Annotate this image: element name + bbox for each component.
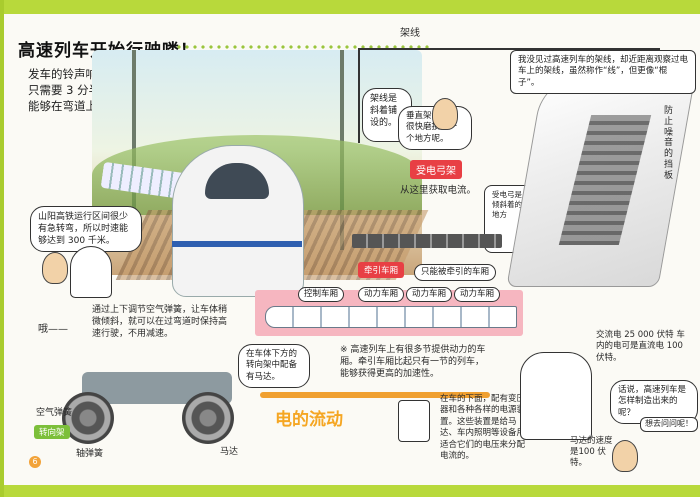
bottom-band bbox=[0, 485, 700, 497]
train-seat-illustration bbox=[70, 246, 112, 298]
spring-note: 通过上下调节空气弹簧，让车体稍微倾斜，就可以在过弯道时保持高速行驶，不用减速。 bbox=[92, 305, 228, 340]
overhead-wire-label: 架线 bbox=[400, 28, 420, 39]
transformer-robot-figure bbox=[398, 400, 430, 442]
overhead-wire-drop bbox=[358, 48, 360, 143]
windproof-label: 防止噪音的挡板 bbox=[664, 106, 674, 181]
traction-car-label: 牵引车厢 bbox=[358, 262, 405, 278]
worker-figure bbox=[432, 98, 458, 130]
power-car-bubble-2: 动力车厢 bbox=[406, 287, 453, 303]
bogie-label: 转向架 bbox=[34, 425, 70, 439]
top-band bbox=[0, 0, 700, 14]
boy-figure bbox=[42, 252, 68, 284]
spine-strip bbox=[0, 0, 4, 497]
title-underline-dots bbox=[175, 44, 430, 50]
bullet-train-illustration bbox=[172, 145, 304, 297]
steam-train-illustration bbox=[352, 234, 502, 248]
pantograph-note: 从这里获取电流。 bbox=[400, 185, 477, 196]
motor-note-bubble: 在车体下方的转向架中配备有马达。 bbox=[238, 344, 310, 389]
motor-label: 马达 bbox=[220, 447, 239, 457]
overhead-wire-line bbox=[360, 48, 660, 50]
car-power-note: ※ 高速列车上有很多节提供动力的车厢。牵引车厢比起只有一节的列车，能够获得更高的… bbox=[340, 345, 486, 380]
control-car-bubble: 控制车厢 bbox=[298, 287, 345, 303]
catenary-pole bbox=[132, 50, 136, 220]
bogie-illustration bbox=[62, 352, 252, 452]
current-flow-arrow bbox=[260, 392, 490, 398]
power-car-bubble-1: 动力车厢 bbox=[358, 287, 405, 303]
go-ask-bubble: 想去问问呢！ bbox=[640, 417, 698, 432]
transformer-note: 在车的下面，配有变压器和各种各样的电源装置。这些装置是给马达、车内照明等设备用适… bbox=[440, 394, 526, 462]
pantograph-label: 受电弓架 bbox=[410, 160, 462, 179]
ac-note: 交流电 25 000 伏特 车内的电可是直流电 100 伏特。 bbox=[596, 330, 685, 363]
reader-figure bbox=[612, 440, 638, 472]
electricity-flow-label: 电的流动 bbox=[275, 410, 343, 430]
motor-speed-note: 马达的速度是100 伏特。 bbox=[570, 436, 613, 469]
viewer-note-bubble: 我没见过高速列车的架线，却近距离观察过电车上的架线，虽然称作“线”，但更像“棍子… bbox=[510, 50, 696, 95]
oh-text: 哦—— bbox=[38, 324, 68, 335]
coach-cross-section-illustration bbox=[520, 352, 592, 440]
power-car-bubble-3: 动力车厢 bbox=[454, 287, 501, 303]
bullet-train-side-illustration bbox=[265, 306, 517, 328]
axle-spring-label: 轴弹簧 bbox=[76, 449, 104, 459]
air-spring-label: 空气弹簧 bbox=[36, 408, 73, 418]
page-number: 6 bbox=[29, 456, 41, 468]
only-traction-bubble: 只能被牵引的车厢 bbox=[414, 264, 497, 282]
speed-note-bubble: 山阳高铁运行区间很少有急转弯，所以时速能够达到 300 千米。 bbox=[30, 206, 142, 253]
